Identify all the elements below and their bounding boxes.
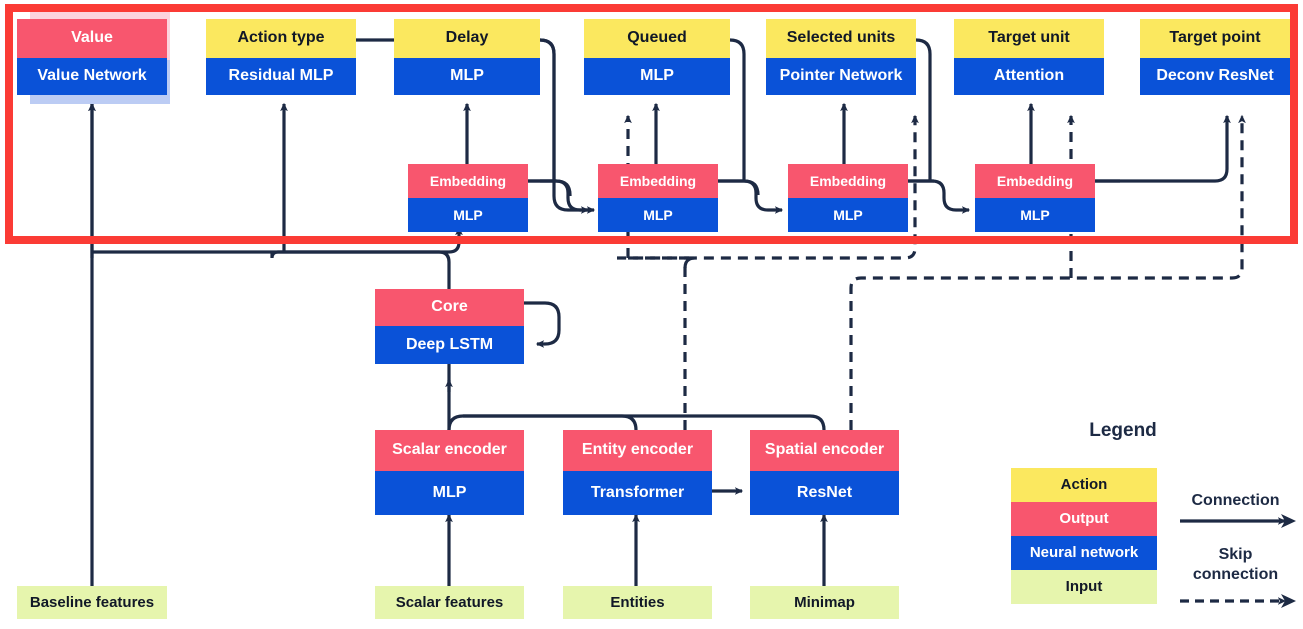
embedding-output-label-1: Embedding [408, 164, 528, 198]
legend-connection-label: Connection [1191, 492, 1280, 509]
head-block-target-unit[interactable]: Target unit Attention [954, 19, 1104, 95]
core-block[interactable]: Core Deep LSTM [375, 289, 524, 364]
embedding-network-label-3: MLP [788, 198, 908, 232]
head-network-label-selected-units: Pointer Network [766, 58, 916, 95]
legend-swatch-stack: Action Output Neural network Input [1011, 468, 1157, 604]
encoder-block-entity[interactable]: Entity encoder Transformer [563, 430, 712, 515]
legend-swatch-neural-network: Neural network [1011, 536, 1157, 570]
embedding-block-2[interactable]: Embedding MLP [598, 164, 718, 232]
core-network-label: Deep LSTM [375, 326, 524, 364]
head-network-label-target-unit: Attention [954, 58, 1104, 95]
input-block-minimap[interactable]: Minimap [750, 586, 899, 619]
input-block-scalar-features[interactable]: Scalar features [375, 586, 524, 619]
encoder-output-label-scalar: Scalar encoder [375, 430, 524, 471]
encoder-network-label-entity: Transformer [563, 471, 712, 515]
head-network-label-queued: MLP [584, 58, 730, 95]
head-action-label-selected-units: Selected units [766, 19, 916, 58]
embedding-network-label-1: MLP [408, 198, 528, 232]
encoder-output-label-entity: Entity encoder [563, 430, 712, 471]
head-network-label-target-point: Deconv ResNet [1140, 58, 1290, 95]
embedding-block-4[interactable]: Embedding MLP [975, 164, 1095, 232]
head-action-label-target-unit: Target unit [954, 19, 1104, 58]
encoder-network-label-scalar: MLP [375, 471, 524, 515]
legend-connection-arrowhead [1281, 514, 1296, 528]
encoder-output-label-spatial: Spatial encoder [750, 430, 899, 471]
input-block-entities[interactable]: Entities [563, 586, 712, 619]
head-action-label-queued: Queued [584, 19, 730, 58]
embedding-block-1[interactable]: Embedding MLP [408, 164, 528, 232]
legend-swatch-input: Input [1011, 570, 1157, 604]
head-block-delay[interactable]: Delay MLP [394, 19, 540, 95]
legend-skip-label-line2: connection [1192, 566, 1279, 583]
legend-title: Legend [1089, 420, 1157, 441]
head-network-label-action-type: Residual MLP [206, 58, 356, 95]
head-action-label-target-point: Target point [1140, 19, 1290, 58]
encoder-block-spatial[interactable]: Spatial encoder ResNet [750, 430, 899, 515]
encoder-block-scalar[interactable]: Scalar encoder MLP [375, 430, 524, 515]
head-action-label-value: Value [17, 19, 167, 58]
head-block-queued[interactable]: Queued MLP [584, 19, 730, 95]
legend-skip-label-line1: Skip [1218, 546, 1253, 563]
head-block-target-point[interactable]: Target point Deconv ResNet [1140, 19, 1290, 95]
head-network-label-value: Value Network [17, 58, 167, 95]
head-action-label-action-type: Action type [206, 19, 356, 58]
legend-swatch-action: Action [1011, 468, 1157, 502]
embedding-output-label-3: Embedding [788, 164, 908, 198]
embedding-output-label-2: Embedding [598, 164, 718, 198]
head-network-label-delay: MLP [394, 58, 540, 95]
head-block-value[interactable]: Value Value Network [17, 19, 167, 95]
legend-skip-arrowhead [1281, 594, 1296, 608]
head-block-selected-units[interactable]: Selected units Pointer Network [766, 19, 916, 95]
head-block-action-type[interactable]: Action type Residual MLP [206, 19, 356, 95]
encoder-network-label-spatial: ResNet [750, 471, 899, 515]
embedding-block-3[interactable]: Embedding MLP [788, 164, 908, 232]
head-action-label-delay: Delay [394, 19, 540, 58]
core-output-label: Core [375, 289, 524, 326]
input-block-baseline-features[interactable]: Baseline features [17, 586, 167, 619]
embedding-network-label-2: MLP [598, 198, 718, 232]
embedding-output-label-4: Embedding [975, 164, 1095, 198]
legend-swatch-output: Output [1011, 502, 1157, 536]
embedding-network-label-4: MLP [975, 198, 1095, 232]
